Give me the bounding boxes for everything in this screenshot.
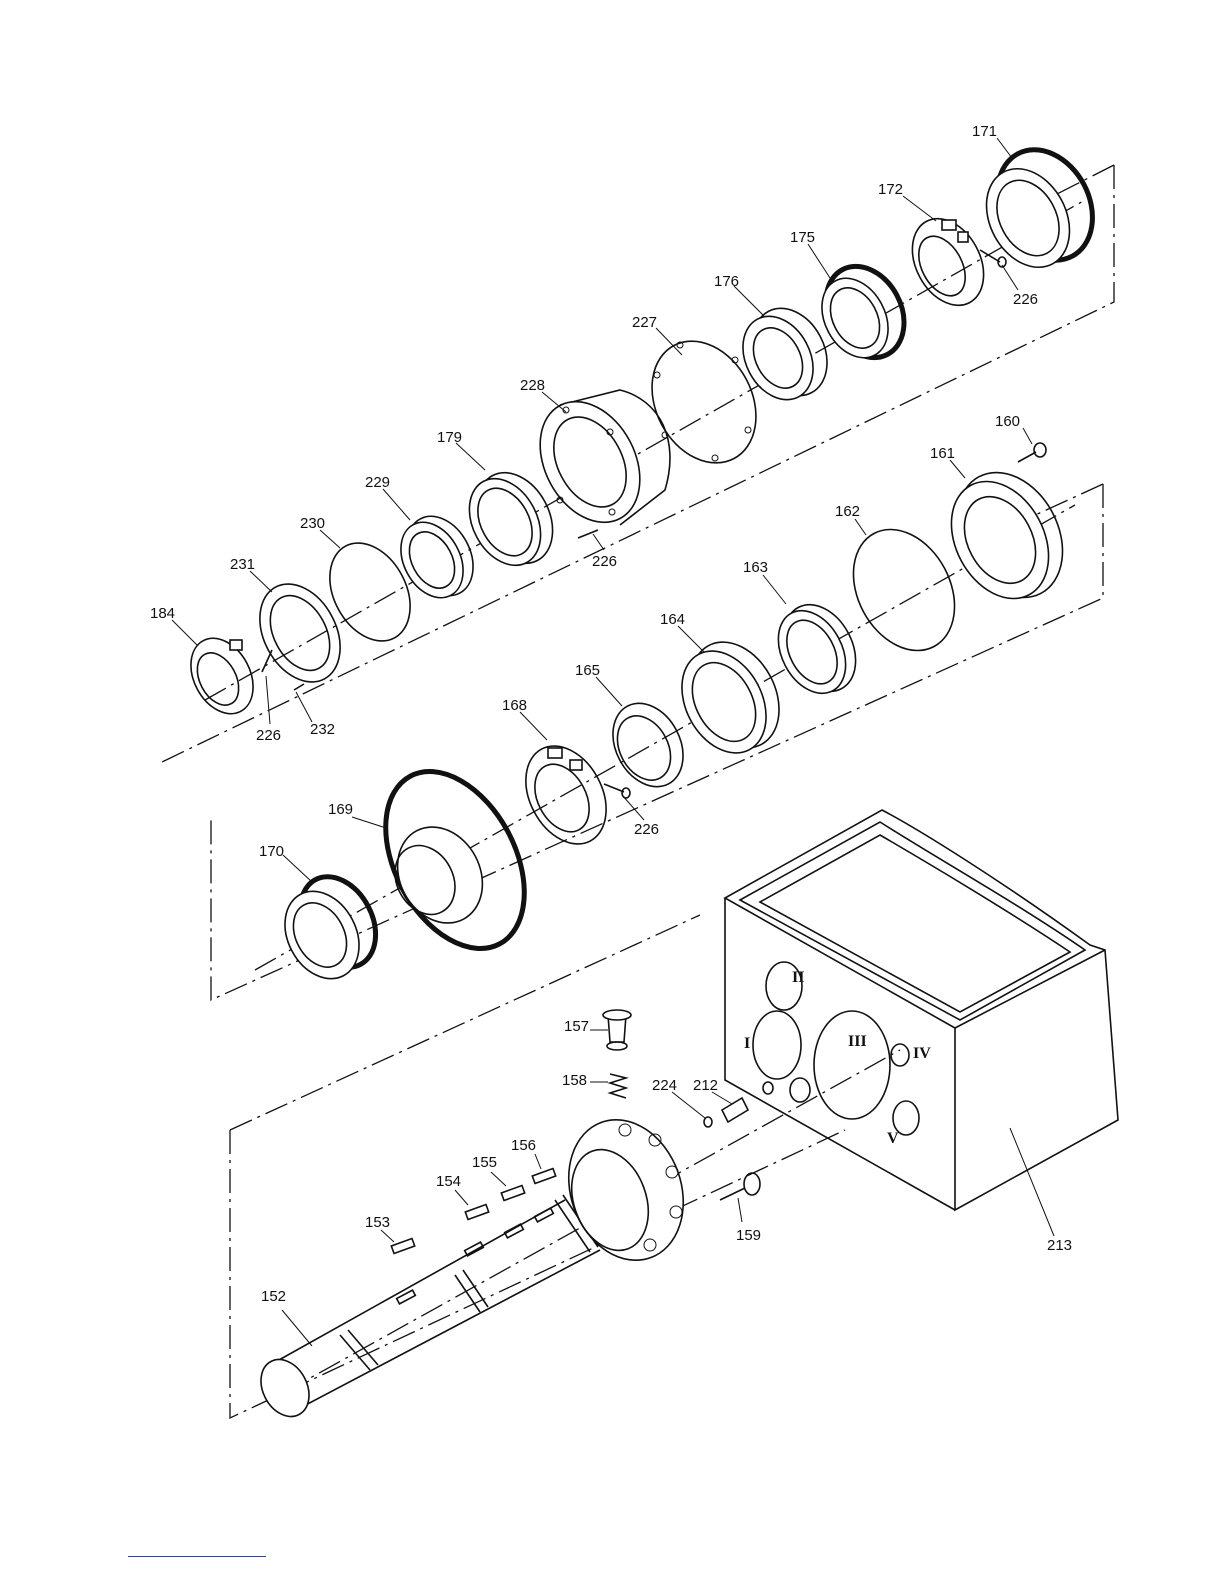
part-224-screw bbox=[704, 1117, 712, 1127]
label-184: 184 bbox=[150, 605, 175, 622]
label-168: 168 bbox=[502, 697, 527, 714]
part-171-gear bbox=[970, 133, 1111, 282]
bore-mark-v: V bbox=[887, 1130, 899, 1147]
part-226-screw-168 bbox=[604, 784, 630, 798]
label-158: 158 bbox=[562, 1072, 587, 1089]
label-231: 231 bbox=[230, 556, 255, 573]
part-164-bearing bbox=[665, 627, 797, 768]
label-171: 171 bbox=[972, 123, 997, 140]
label-226-168: 226 bbox=[634, 821, 659, 838]
label-156: 156 bbox=[511, 1137, 536, 1154]
part-213-gearbox: II I III IV V bbox=[725, 810, 1118, 1210]
part-159-bolt bbox=[720, 1173, 760, 1200]
label-213: 213 bbox=[1047, 1237, 1072, 1254]
label-164: 164 bbox=[660, 611, 685, 628]
part-165-ring bbox=[599, 691, 697, 799]
part-153-key bbox=[391, 1238, 414, 1253]
label-176: 176 bbox=[714, 273, 739, 290]
part-184-locknut bbox=[178, 628, 265, 725]
bore-mark-iv: IV bbox=[913, 1045, 931, 1062]
label-179: 179 bbox=[437, 429, 462, 446]
part-155-key bbox=[501, 1185, 524, 1200]
label-162: 162 bbox=[835, 503, 860, 520]
label-224: 224 bbox=[652, 1077, 677, 1094]
part-169-gear bbox=[357, 748, 552, 972]
label-230: 230 bbox=[300, 515, 325, 532]
bottom-group-boundary bbox=[230, 915, 845, 1418]
label-228: 228 bbox=[520, 377, 545, 394]
part-212-plug bbox=[722, 1098, 748, 1122]
part-172-locknut bbox=[898, 206, 998, 317]
label-157: 157 bbox=[564, 1018, 589, 1035]
label-226-184: 226 bbox=[256, 727, 281, 744]
part-161-flange bbox=[932, 454, 1083, 616]
part-154-key bbox=[465, 1204, 488, 1219]
label-152: 152 bbox=[261, 1288, 286, 1305]
part-226-screw-184 bbox=[262, 650, 272, 672]
part-168-locknut bbox=[510, 732, 622, 858]
label-154: 154 bbox=[436, 1173, 461, 1190]
label-226-top: 226 bbox=[1013, 291, 1038, 308]
label-153: 153 bbox=[365, 1214, 390, 1231]
footnote-rule bbox=[128, 1556, 266, 1557]
label-172: 172 bbox=[878, 181, 903, 198]
bore-mark-ii: II bbox=[792, 969, 804, 986]
part-158-spring bbox=[610, 1074, 626, 1098]
part-232-screw bbox=[294, 684, 304, 690]
part-156-key bbox=[532, 1168, 555, 1183]
label-161: 161 bbox=[930, 445, 955, 462]
label-160: 160 bbox=[995, 413, 1020, 430]
label-232: 232 bbox=[310, 721, 335, 738]
label-165: 165 bbox=[575, 662, 600, 679]
bore-mark-i: I bbox=[744, 1035, 750, 1052]
label-163: 163 bbox=[743, 559, 768, 576]
label-175: 175 bbox=[790, 229, 815, 246]
label-212: 212 bbox=[693, 1077, 718, 1094]
bore-mark-iii: III bbox=[848, 1033, 867, 1050]
label-159: 159 bbox=[736, 1227, 761, 1244]
label-170: 170 bbox=[259, 843, 284, 860]
part-163-ring bbox=[765, 592, 870, 705]
label-227: 227 bbox=[632, 314, 657, 331]
label-169: 169 bbox=[328, 801, 353, 818]
part-228-bearing-housing bbox=[520, 384, 670, 539]
label-226-housing: 226 bbox=[592, 553, 617, 570]
label-155: 155 bbox=[472, 1154, 497, 1171]
part-152-spindle bbox=[251, 1104, 702, 1425]
part-160-screw bbox=[1018, 443, 1046, 462]
label-229: 229 bbox=[365, 474, 390, 491]
